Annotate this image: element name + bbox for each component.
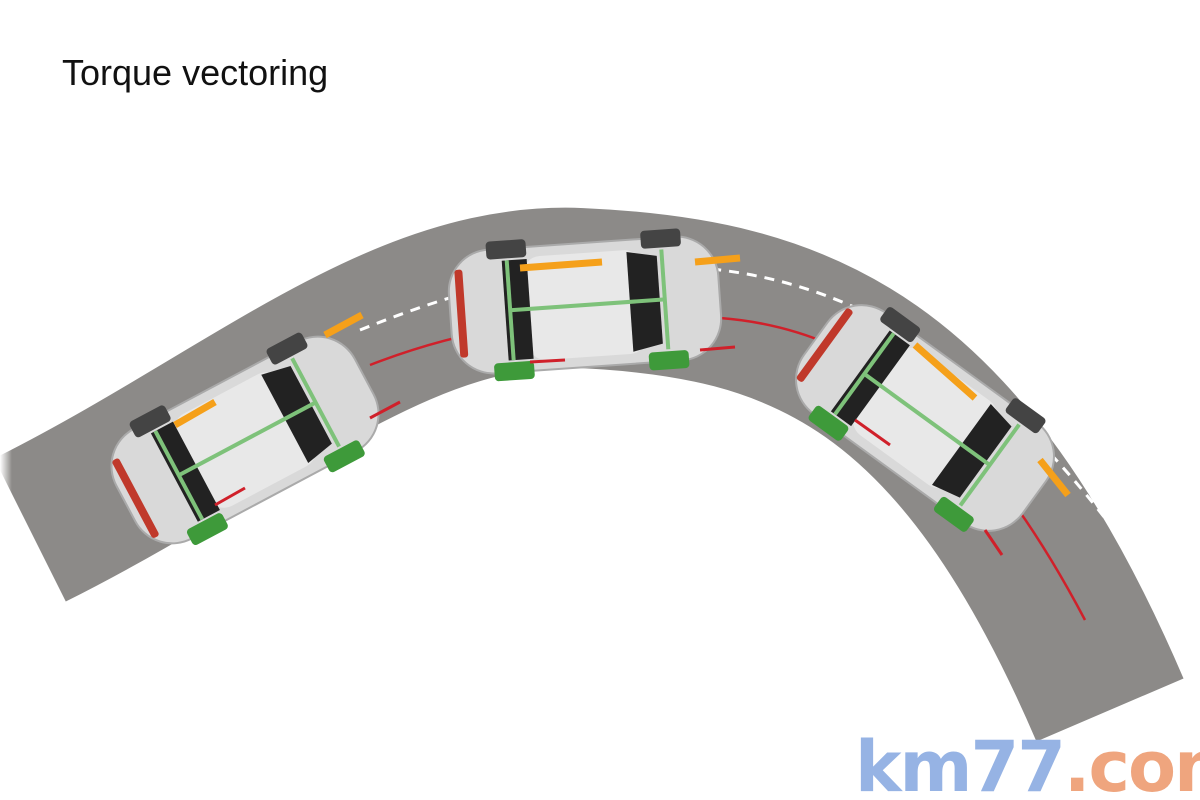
watermark-com: .com xyxy=(1063,726,1200,800)
watermark-km77: km77 xyxy=(855,726,1066,800)
car-at-apex xyxy=(443,223,727,387)
diagram-title: Torque vectoring xyxy=(62,52,329,93)
watermark-logo: km77.com xyxy=(855,726,1200,800)
drive-arrows xyxy=(173,254,1071,498)
ideal-path-line xyxy=(359,265,1152,581)
brake-arrows xyxy=(214,345,1004,556)
